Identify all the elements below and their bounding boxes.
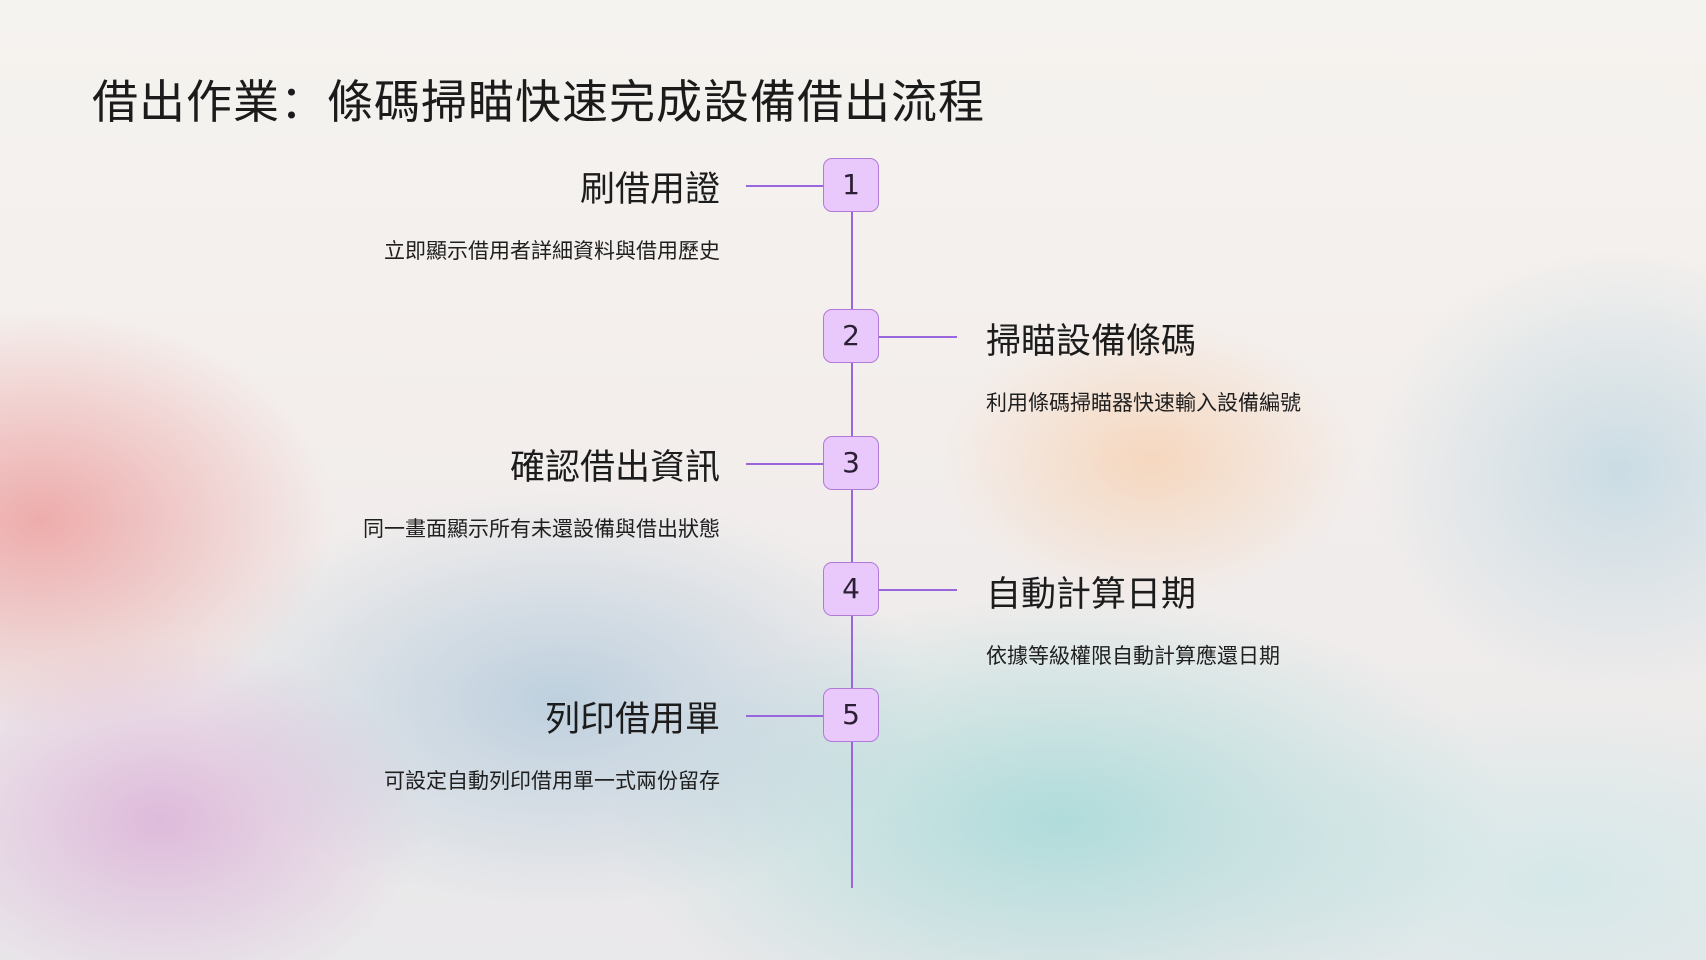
step-5-description: 可設定自動列印借用單一式兩份留存 [384,769,720,793]
step-3-number-badge: 3 [823,436,879,490]
step-5-title: 列印借用單 [544,700,720,740]
step-4-connector [879,589,957,591]
step-5-connector [746,715,824,717]
step-1-connector [746,185,824,187]
step-2-connector [879,336,957,338]
step-2-number-badge: 2 [823,309,879,363]
step-3-connector [746,463,824,465]
step-4-title: 自動計算日期 [986,575,1197,615]
step-2-title: 掃瞄設備條碼 [986,322,1197,362]
step-3-title: 確認借出資訊 [509,448,720,488]
step-5-number-badge: 5 [823,688,879,742]
step-1-title: 刷借用證 [579,170,720,210]
slide-title: 借出作業：條碼掃瞄快速完成設備借出流程 [92,75,985,129]
step-4-description: 依據等級權限自動計算應還日期 [986,644,1280,668]
timeline-vertical-line [851,186,853,888]
step-3-description: 同一畫面顯示所有未還設備與借出狀態 [363,517,720,541]
step-4-number-badge: 4 [823,562,879,616]
step-2-description: 利用條碼掃瞄器快速輸入設備編號 [986,391,1301,415]
step-1-description: 立即顯示借用者詳細資料與借用歷史 [384,239,720,263]
step-1-number-badge: 1 [823,158,879,212]
